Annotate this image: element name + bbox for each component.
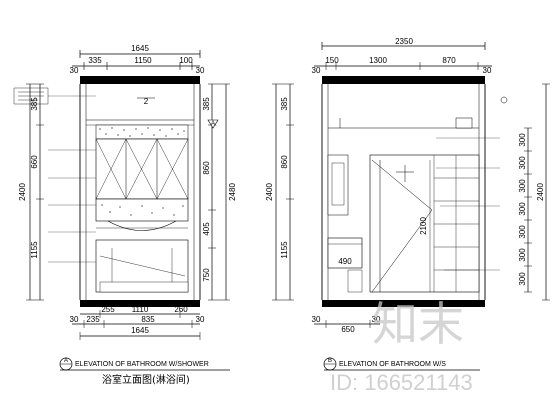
left-bottom1-seg-3: 260: [174, 305, 188, 314]
right-top-seg-1: 30: [312, 66, 321, 75]
shower-tile-grid: [433, 155, 479, 292]
detail-tag-2: 2: [144, 97, 149, 106]
left-basin: [107, 220, 177, 231]
watermark-id-text: ID: 166521143: [330, 370, 473, 395]
right-right-seg-4: 300: [518, 202, 527, 216]
right-bottom-seg-3: 30: [372, 315, 381, 324]
right-right-seg-5: 300: [518, 225, 527, 239]
section-tag-a: [207, 119, 219, 129]
left-left-total: 2400: [18, 183, 27, 201]
left-left-seg-1: 385: [30, 97, 39, 111]
watermark: 知末 ID: 166521143: [330, 297, 473, 395]
right-right-seg-2: 300: [518, 156, 527, 170]
right-bottom-seg-2: 650: [341, 325, 355, 334]
right-right-seg-3: 300: [518, 179, 527, 193]
right-top-total-dim: 2350: [395, 37, 413, 46]
right-caption-en: ELEVATION OF BATHROOM W/S: [339, 361, 446, 368]
left-bottom2-seg-1: 30: [70, 315, 79, 324]
left-stone-band: [95, 124, 189, 140]
right-left-seg-2: 860: [280, 155, 289, 169]
left-top-seg-4: 100: [179, 56, 193, 65]
left-top-seg-5: 30: [196, 66, 205, 75]
right-left-total: 2400: [265, 183, 274, 201]
right-inner-2100: 2100: [419, 217, 428, 235]
left-elevation: 1645 30 335 1150 100 30: [13, 44, 237, 386]
right-ceiling-slab: [322, 76, 485, 84]
left-bottom2-seg-3: 835: [141, 315, 155, 324]
right-left-seg-1: 385: [280, 97, 289, 111]
left-bottom1-seg-2: 1110: [132, 305, 149, 314]
left-right-seg-2: 860: [202, 161, 211, 175]
left-bottom2-seg-2: 235: [86, 315, 100, 324]
left-top-seg-1: 30: [70, 66, 79, 75]
left-caption-cn: 浴室立面图(淋浴间): [102, 373, 190, 386]
caption-marker-b-label: B: [328, 358, 332, 364]
left-left-seg-3: 1155: [30, 241, 39, 259]
right-right-total: 2400: [536, 183, 545, 201]
left-right-total: 2480: [228, 183, 237, 201]
right-right-seg-7: 300: [518, 272, 527, 286]
left-ceiling-slab: [80, 76, 200, 84]
right-right-seg-6: 300: [518, 248, 527, 262]
left-right-seg-1: 385: [202, 97, 211, 111]
right-top-seg-5: 30: [483, 66, 492, 75]
right-left-seg-3: 1155: [280, 241, 289, 259]
right-top-seg-3: 1300: [369, 56, 387, 65]
caption-marker-a-label: A: [64, 358, 68, 364]
left-counter-speckle: [101, 204, 184, 216]
left-bottom2-seg-4: 30: [196, 315, 205, 324]
right-top-seg-2: 150: [325, 56, 339, 65]
right-elevation: 2350 30 150 1300 870 30: [265, 37, 550, 371]
left-top-total-dim: 1645: [131, 44, 149, 53]
right-floor-slab: [322, 300, 485, 307]
right-top-seg-4: 870: [442, 56, 456, 65]
right-right-seg-1: 300: [518, 133, 527, 147]
left-bottom1-seg-1: 255: [101, 305, 115, 314]
left-floor-slab: [80, 300, 200, 307]
left-bottom-total: 1645: [131, 326, 149, 335]
left-top-seg-2: 335: [88, 56, 102, 65]
right-annotation-leaders: [436, 96, 508, 271]
left-mirror-diagonals: [95, 138, 189, 200]
right-inner-490: 490: [338, 257, 352, 266]
left-vanity-counter: [95, 198, 189, 222]
section-tag-a-label: A: [211, 121, 215, 127]
left-annotation-leaders: [13, 87, 96, 263]
left-stone-speckle: [99, 127, 185, 137]
left-left-seg-2: 660: [30, 155, 39, 169]
left-right-seg-4: 750: [202, 268, 211, 282]
right-bottom-seg-1: 30: [312, 315, 321, 324]
left-top-seg-3: 1150: [134, 56, 152, 65]
left-right-seg-3: 405: [202, 222, 211, 236]
watermark-logo-text: 知末: [372, 297, 464, 351]
left-caption-en: ELEVATION OF BATHROOM W/SHOWER: [75, 361, 209, 368]
left-mirror-frame: [95, 138, 189, 200]
right-small-cabinet: [327, 237, 363, 269]
